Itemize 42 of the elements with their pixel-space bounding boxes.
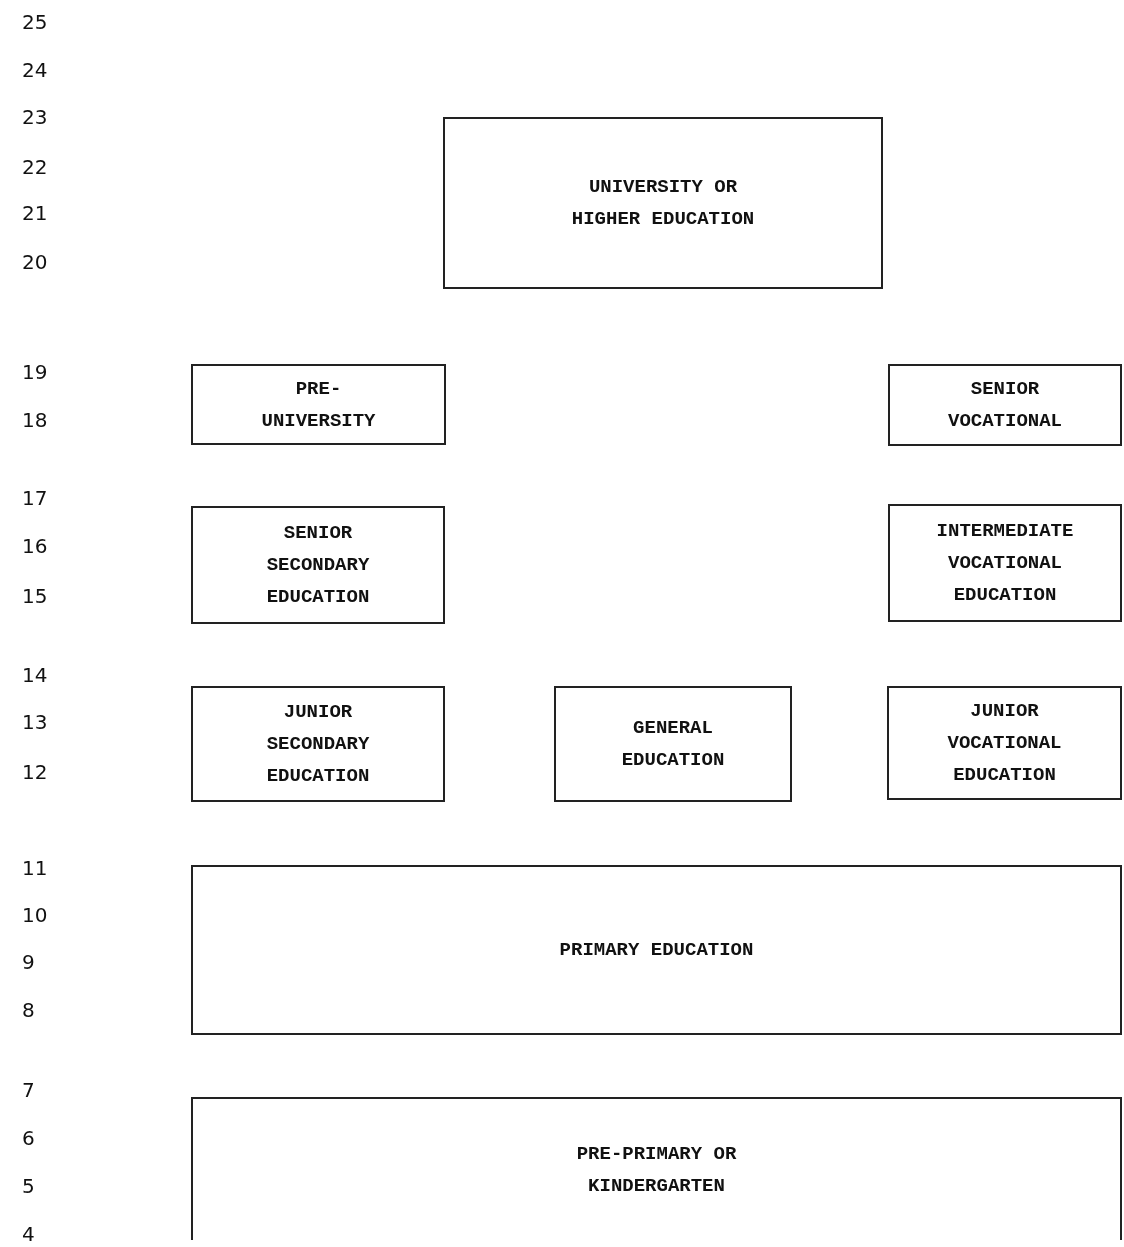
age-number: 12	[22, 760, 48, 784]
level-box	[191, 506, 445, 624]
age-number: 15	[22, 584, 48, 608]
level-text: INTERMEDIATE VOCATIONAL EDUCATION	[935, 519, 1075, 608]
level-box	[887, 686, 1122, 800]
age-number: 22	[22, 155, 48, 179]
age-number: 9	[22, 950, 35, 974]
age-number: 19	[22, 360, 48, 384]
age-number: 10	[22, 903, 48, 927]
age-number: 6	[22, 1126, 35, 1150]
level-box	[191, 1097, 1122, 1240]
age-number: 16	[22, 534, 48, 558]
age-number: 21	[22, 201, 48, 225]
age-number: 14	[22, 663, 48, 687]
age-number: 24	[22, 58, 48, 82]
level-box	[191, 364, 446, 445]
level-text: SENIOR SECONDARY EDUCATION	[265, 521, 371, 610]
age-number: 18	[22, 408, 48, 432]
level-text: GENERAL EDUCATION	[620, 716, 726, 773]
age-number: 4	[22, 1222, 35, 1246]
level-text: UNIVERSITY OR HIGHER EDUCATION	[570, 175, 756, 232]
age-number: 17	[22, 486, 48, 510]
age-number: 7	[22, 1078, 35, 1102]
level-text: JUNIOR SECONDARY EDUCATION	[265, 700, 371, 789]
level-text: PRIMARY EDUCATION	[559, 938, 754, 963]
level-box	[191, 686, 445, 802]
age-number: 5	[22, 1174, 35, 1198]
level-box	[888, 364, 1122, 446]
level-box	[888, 504, 1122, 622]
age-number: 13	[22, 710, 48, 734]
age-number: 8	[22, 998, 35, 1022]
level-box	[443, 117, 883, 289]
age-number: 11	[22, 856, 48, 880]
age-number: 25	[22, 10, 48, 34]
level-box	[191, 865, 1122, 1035]
level-text: PRE- UNIVERSITY	[260, 376, 377, 434]
level-box	[554, 686, 792, 802]
level-text: PRE-PRIMARY OR KINDERGARTEN	[576, 1141, 737, 1199]
age-number: 23	[22, 105, 48, 129]
level-text: JUNIOR VOCATIONAL EDUCATION	[946, 699, 1063, 788]
level-text: SENIOR VOCATIONAL	[947, 377, 1063, 434]
age-number: 20	[22, 250, 48, 274]
